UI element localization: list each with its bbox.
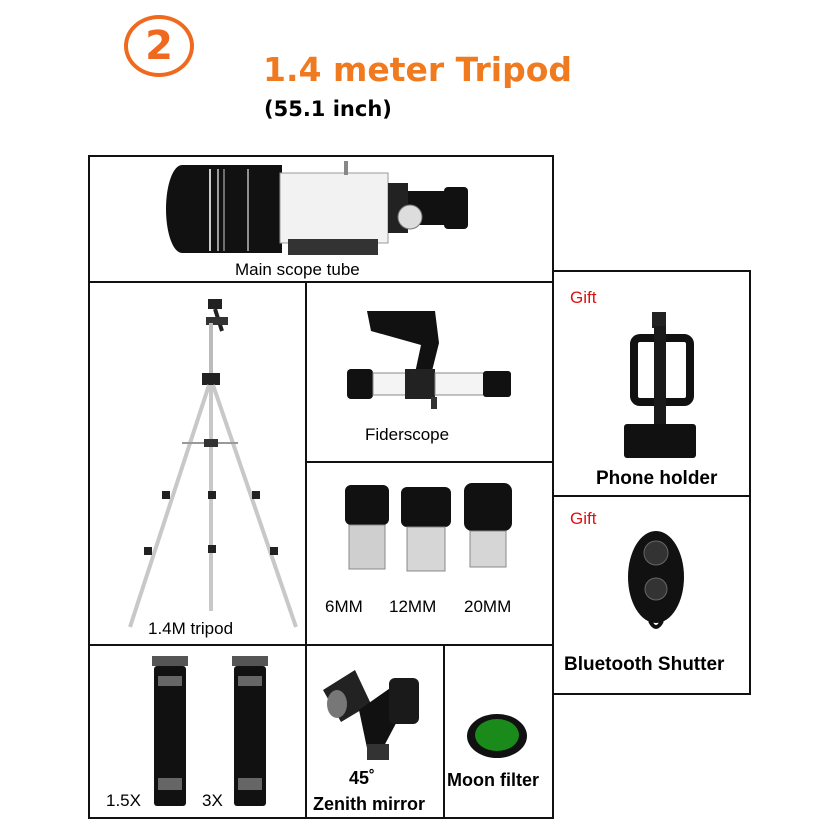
telescope-tube-icon: [166, 161, 468, 255]
gift-label: Gift: [570, 288, 597, 307]
eyepiece-20mm-label: 20MM: [464, 597, 512, 616]
page-subtitle: (55.1 inch): [264, 97, 392, 121]
gift-label: Gift: [570, 509, 597, 528]
barlow-3x-label: 3X: [202, 791, 223, 810]
number-badge: 2: [124, 15, 194, 77]
finderscope-label: Fiderscope: [365, 425, 450, 444]
barlow-lens-icon: [232, 656, 268, 806]
eyepiece-6mm-label: 6MM: [325, 597, 363, 616]
eyepiece-icon: [464, 483, 512, 568]
phone-holder-icon: [624, 312, 696, 458]
moon-filter-panel: Moon filter: [443, 644, 554, 819]
main-tube-label: Main scope tube: [235, 260, 360, 279]
zenith-label: Zenith mirror: [313, 794, 426, 814]
zenith-panel: 45˚ Zenith mirror: [305, 644, 445, 819]
finderscope-icon: [347, 311, 511, 409]
moon-filter-icon: [467, 714, 527, 758]
barlow-lens-icon: [152, 656, 188, 806]
tripod-panel: 1.4M tripod: [88, 281, 307, 646]
bluetooth-remote-icon: [628, 531, 684, 629]
barlow-panel: 1.5X 3X: [88, 644, 307, 819]
page-title: 1.4 meter Tripod: [263, 50, 573, 89]
bluetooth-panel: Gift Bluetooth Shutter: [552, 495, 751, 695]
eyepiece-icon: [401, 487, 451, 572]
eyepieces-panel: 6MM 12MM 20MM: [305, 461, 554, 646]
barlow-15x-label: 1.5X: [106, 791, 141, 810]
finderscope-panel: Fiderscope: [305, 281, 554, 463]
zenith-degree-label: 45˚: [349, 768, 376, 788]
phone-holder-label: Phone holder: [596, 468, 718, 489]
eyepiece-12mm-label: 12MM: [389, 597, 437, 616]
tripod-icon: [128, 299, 298, 628]
phone-holder-panel: Gift Phone holder: [552, 270, 751, 497]
moon-filter-label: Moon filter: [447, 770, 539, 790]
tripod-label: 1.4M tripod: [148, 619, 234, 638]
eyepiece-icon: [345, 485, 389, 570]
zenith-mirror-icon: [323, 670, 419, 760]
bluetooth-label: Bluetooth Shutter: [564, 654, 725, 675]
main-tube-panel: Main scope tube: [88, 155, 554, 283]
